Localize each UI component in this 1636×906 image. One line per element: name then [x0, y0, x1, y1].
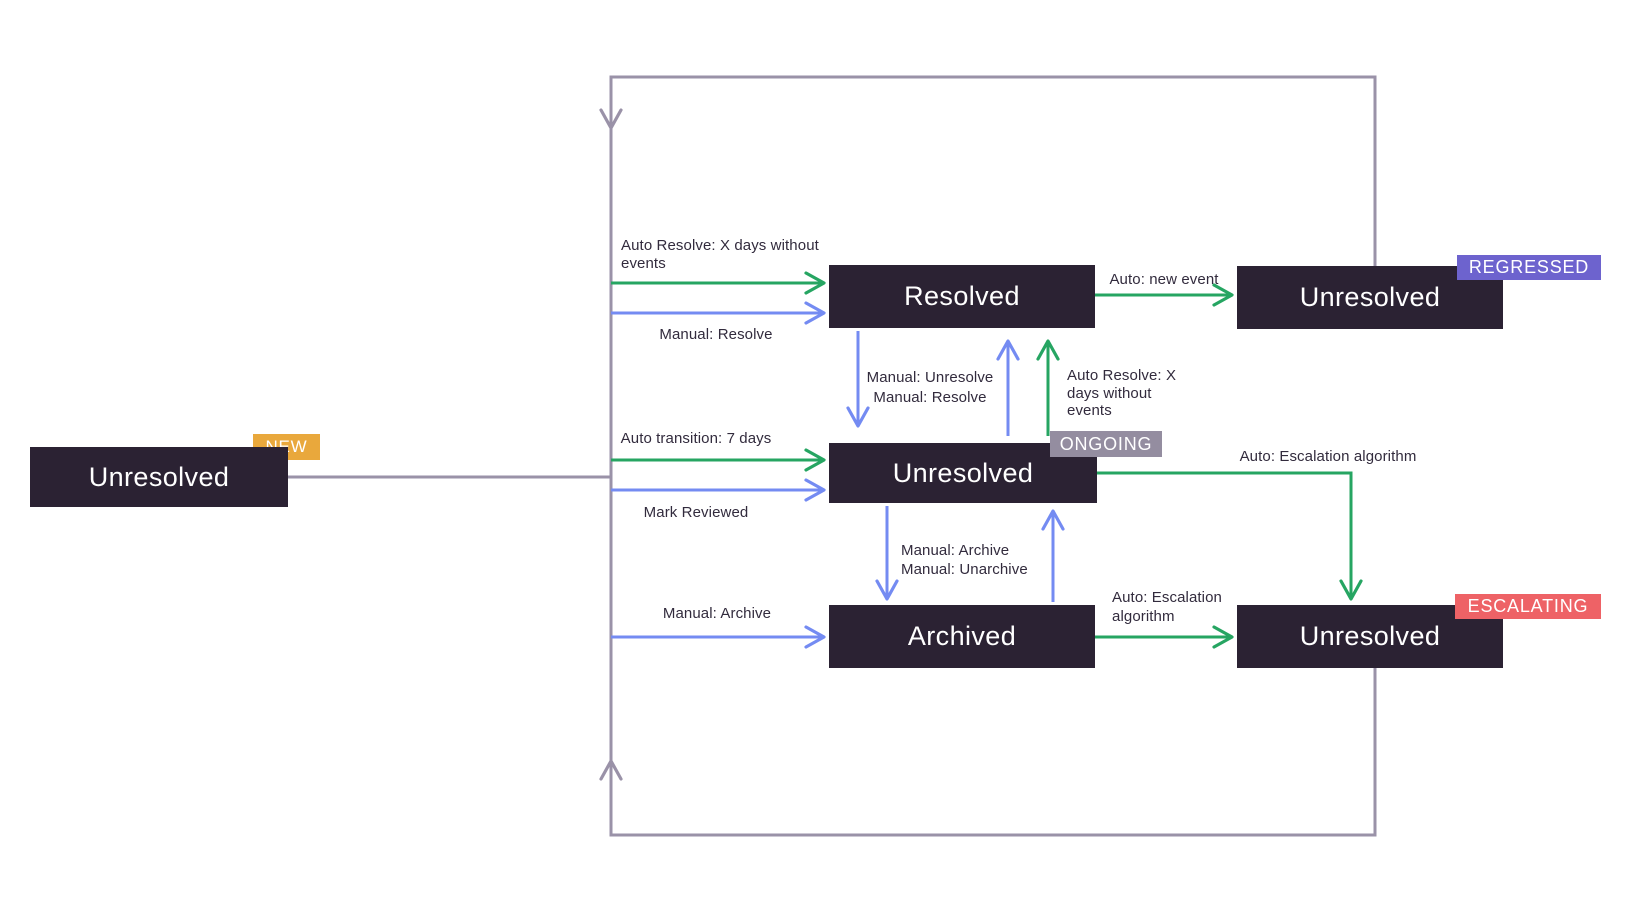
- state-box-resolved: Resolved: [829, 265, 1095, 328]
- edge-label-auto-resolve-top: Auto Resolve: X days without events: [621, 237, 819, 272]
- state-box-archived: Archived: [829, 605, 1095, 668]
- edge-label-auto-escalation-right: Auto: Escalation algorithm: [1239, 448, 1417, 465]
- state-box-unresolved-ongoing: Unresolved: [829, 443, 1097, 503]
- state-box-unresolved-escalating: Unresolved: [1237, 605, 1503, 668]
- feedback-loop-line: [609, 75, 1377, 837]
- edge-label-manual-resolve-top: Manual: Resolve: [659, 326, 773, 343]
- status-badge-escalating: ESCALATING: [1455, 594, 1601, 619]
- edge-label-auto-resolve-right: Auto Resolve: X days without events: [1067, 367, 1177, 419]
- status-badge-ongoing: ONGOING: [1050, 431, 1162, 457]
- status-badge-regressed: REGRESSED: [1457, 255, 1601, 280]
- edge-label-mark-reviewed: Mark Reviewed: [643, 504, 749, 521]
- edge-label-auto-escalation-bottom: Auto: Escalation algorithm: [1112, 589, 1222, 625]
- edge-label-manual-unresolve-resolve: Manual: Unresolve Manual: Resolve: [866, 369, 994, 406]
- edge-label-auto-new-event: Auto: new event: [1109, 271, 1219, 288]
- edge-ongoing-escalation-to-escalating: [1097, 471, 1363, 601]
- edge-label-auto-transition: Auto transition: 7 days: [620, 430, 772, 447]
- edge-label-manual-archive-left: Manual: Archive: [662, 605, 772, 622]
- state-box-unresolved-new: Unresolved: [30, 447, 288, 507]
- edge-label-manual-archive-unarchive: Manual: Archive Manual: Unarchive: [901, 542, 1028, 578]
